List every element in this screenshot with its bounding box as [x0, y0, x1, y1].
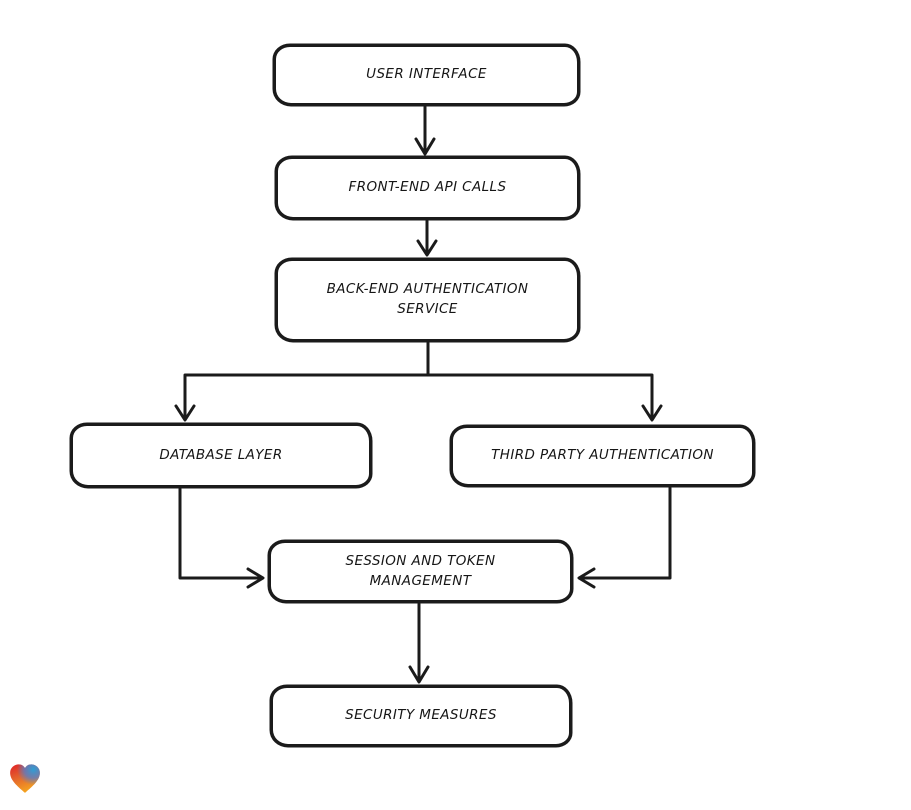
heart-logo[interactable] — [8, 762, 42, 796]
edge-backend-to-thirdparty[interactable] — [426, 373, 663, 422]
node-security-measures[interactable]: SECURITY MEASURES — [270, 685, 572, 747]
edge-frontend-to-backend[interactable] — [416, 219, 438, 257]
edge-thirdparty-to-session[interactable] — [577, 486, 672, 589]
node-label: SESSION AND TOKEN MANAGEMENT — [345, 552, 496, 589]
node-database-layer[interactable]: DATABASE LAYER — [70, 423, 372, 488]
node-label: USER INTERFACE — [366, 66, 487, 83]
node-label: FRONT-END API CALLS — [348, 179, 507, 196]
node-backend-authentication-service[interactable]: BACK-END AUTHENTICATION SERVICE — [275, 258, 580, 342]
heart-icon — [10, 764, 40, 793]
node-session-and-token-management[interactable]: SESSION AND TOKEN MANAGEMENT — [268, 540, 573, 603]
edge-session-to-security[interactable] — [408, 602, 430, 684]
node-third-party-authentication[interactable]: THIRD PARTY AUTHENTICATION — [450, 425, 755, 487]
node-label: DATABASE LAYER — [159, 446, 283, 463]
node-label: SECURITY MEASURES — [345, 707, 497, 724]
node-frontend-api-calls[interactable]: FRONT-END API CALLS — [275, 156, 580, 220]
edge-database-to-session[interactable] — [178, 487, 265, 589]
node-label: BACK-END AUTHENTICATION SERVICE — [326, 281, 529, 317]
edge-backend-to-database[interactable] — [174, 341, 430, 422]
node-user-interface[interactable]: USER INTERFACE — [273, 44, 580, 106]
node-label: THIRD PARTY AUTHENTICATION — [491, 447, 714, 464]
edge-ui-to-frontend[interactable] — [414, 105, 436, 156]
